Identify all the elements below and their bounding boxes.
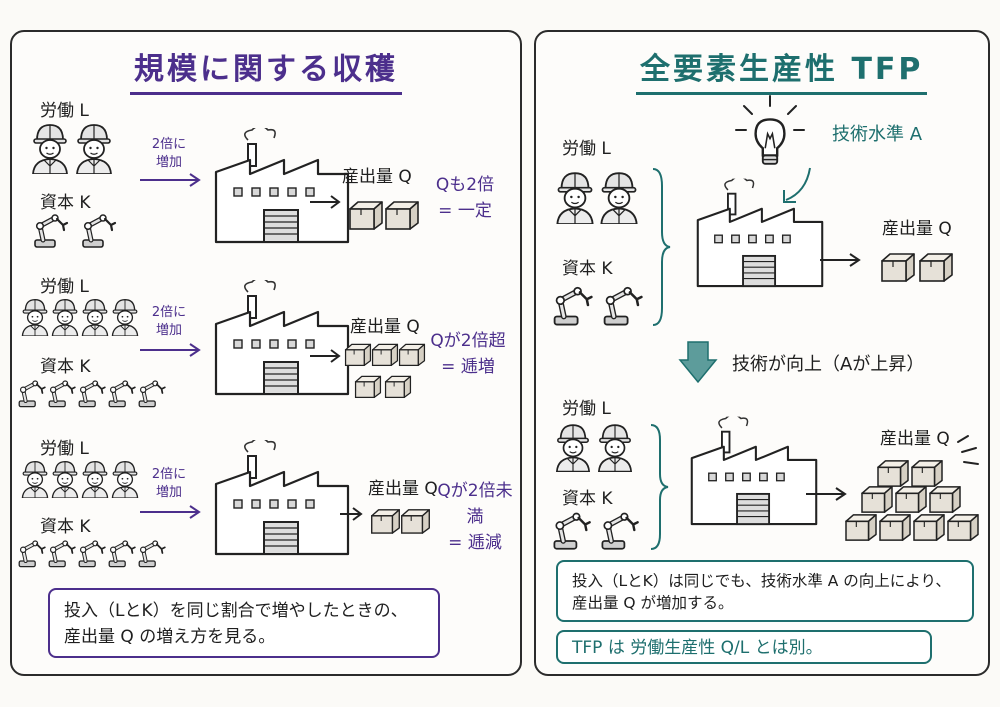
row3-output-arrow-icon	[340, 507, 363, 521]
right-note-line2: 産出量 Q が増加する。	[572, 594, 734, 612]
top-output-label: 産出量 Q	[882, 219, 952, 239]
row1-boxes-icon	[349, 201, 419, 230]
row3-labor-label: 労働 L	[40, 439, 89, 459]
row1-result-line2: = 一定	[438, 201, 492, 221]
row3-result-line1: Qが2倍未満	[437, 481, 513, 527]
sparkle-lines-icon	[957, 435, 979, 465]
row2-arrow-icon	[140, 343, 201, 357]
left-note-line2: 産出量 Q の増え方を見る。	[64, 627, 276, 647]
row3-capital-label: 資本 K	[40, 517, 91, 537]
bottom-brace-icon	[650, 424, 669, 550]
row3-output-label: 産出量 Q	[368, 479, 438, 499]
left-title: 規模に関する収穫	[130, 44, 402, 95]
row2-factory-icon	[214, 280, 350, 396]
row1-output-label: 産出量 Q	[342, 167, 412, 187]
row2-boxes-icon	[344, 343, 426, 399]
right-note-line1: 投入（LとK）は同じでも、技術水準 A の向上により、	[572, 572, 951, 590]
row1-arrow-icon	[140, 173, 201, 187]
top-factory-icon	[696, 178, 824, 288]
row3-arrow-label: 2倍に 増加	[151, 467, 187, 500]
row1-labor-label: 労働 L	[40, 101, 89, 121]
tech-improve-label: 技術が向上（Aが上昇）	[732, 354, 925, 375]
tech-arrow-icon	[783, 167, 811, 203]
top-robots-icon	[550, 282, 650, 328]
row1-robots-icon	[30, 210, 124, 250]
bottom-output-arrow-icon	[806, 487, 847, 501]
lightbulb-icon	[735, 95, 805, 166]
returns-to-scale-panel: 規模に関する収穫 労働 L 資本 K 2倍に 増加 産出量 Q Qも2倍 = 一…	[10, 30, 522, 676]
right-note: 投入（LとK）は同じでも、技術水準 A の向上により、 産出量 Q が増加する。	[556, 560, 974, 622]
top-brace-icon	[652, 168, 671, 326]
right-title: 全要素生産性 TFP	[636, 44, 928, 95]
top-workers-icon	[556, 172, 638, 224]
row1-workers-icon	[32, 124, 112, 174]
row1-factory-icon	[214, 128, 350, 244]
row3-result-line2: = 逓減	[448, 533, 502, 553]
left-note-line1: 投入（LとK）を同じ割合で増やしたときの、	[64, 601, 408, 621]
row3-boxes-icon	[371, 509, 430, 534]
tfp-distinction-note: TFP は 労働生産性 Q/L とは別。	[556, 630, 932, 664]
row1-result-line1: Qも2倍	[435, 175, 495, 195]
bottom-workers-icon	[555, 424, 633, 472]
top-output-arrow-icon	[820, 253, 861, 267]
row2-workers-icon	[21, 299, 139, 336]
row2-result: Qが2倍超 = 逓増	[420, 328, 516, 380]
row2-output-label: 産出量 Q	[350, 317, 420, 337]
row1-arrow-label: 2倍に 増加	[151, 137, 187, 170]
row2-labor-label: 労働 L	[40, 277, 89, 297]
row3-robots-icon	[16, 536, 172, 570]
row2-result-line2: = 逓増	[441, 357, 495, 377]
row1-result: Qも2倍 = 一定	[420, 172, 510, 224]
top-labor-label: 労働 L	[562, 139, 611, 159]
top-capital-label: 資本 K	[562, 259, 613, 279]
bottom-robots-icon	[550, 508, 646, 552]
row3-workers-icon	[21, 461, 139, 498]
bottom-output-label: 産出量 Q	[880, 429, 950, 449]
bottom-factory-icon	[690, 416, 818, 526]
left-note: 投入（LとK）を同じ割合で増やしたときの、 産出量 Q の増え方を見る。	[48, 588, 440, 658]
bottom-labor-label: 労働 L	[562, 399, 611, 419]
down-arrow-icon	[678, 341, 718, 384]
bottom-boxes-icon	[845, 460, 979, 541]
row1-output-arrow-icon	[310, 195, 341, 209]
row2-result-line1: Qが2倍超	[430, 331, 506, 351]
row3-result: Qが2倍未満 = 逓減	[430, 478, 520, 556]
row2-output-arrow-icon	[310, 349, 341, 363]
row1-capital-label: 資本 K	[40, 193, 91, 213]
bottom-capital-label: 資本 K	[562, 489, 613, 509]
tfp-panel: 全要素生産性 TFP 技術水準 A 労働 L 資本 K 産出量 Q 技術が向上（…	[534, 30, 990, 676]
row3-arrow-icon	[140, 505, 201, 519]
row3-factory-icon	[214, 440, 350, 556]
row2-capital-label: 資本 K	[40, 357, 91, 377]
row2-arrow-label: 2倍に 増加	[151, 305, 187, 338]
row2-robots-icon	[16, 376, 172, 410]
tech-level-label: 技術水準 A	[832, 124, 923, 145]
top-boxes-icon	[881, 253, 953, 282]
